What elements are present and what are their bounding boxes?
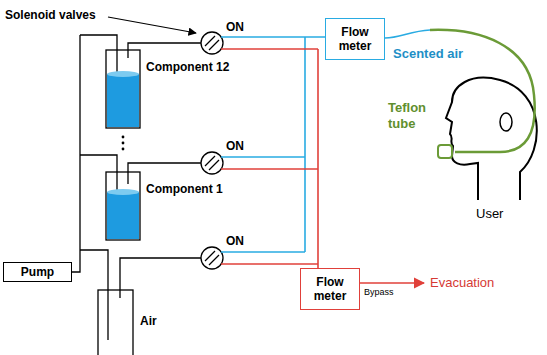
valve-state: ON bbox=[226, 139, 244, 153]
evacuation-arrow bbox=[360, 282, 424, 284]
bypass-lines bbox=[221, 49, 424, 283]
box-text: Flow meter bbox=[330, 25, 380, 53]
pump-pipe bbox=[72, 35, 80, 272]
user-label: User bbox=[476, 206, 503, 222]
valve-circle bbox=[201, 152, 223, 174]
component-label: Component 1 bbox=[146, 182, 223, 196]
flow-meter-box: Flow meter bbox=[300, 268, 360, 310]
valve-hatch bbox=[209, 40, 219, 50]
user-head bbox=[446, 78, 537, 200]
outlet-pipe bbox=[120, 258, 201, 298]
valve-state: ON bbox=[226, 234, 244, 248]
red-line bbox=[221, 263, 318, 265]
blue-line bbox=[304, 37, 306, 252]
bottle-outline bbox=[106, 172, 140, 240]
ellipsis-dots bbox=[122, 136, 125, 151]
air-bottle bbox=[98, 290, 133, 355]
nose-mask bbox=[438, 145, 452, 158]
red-line bbox=[317, 49, 319, 268]
valve-hatch bbox=[209, 255, 219, 265]
callout-label: Solenoid valves bbox=[5, 8, 96, 22]
valve-state: ON bbox=[226, 20, 244, 34]
blue-line bbox=[221, 156, 305, 158]
inlet-pipe bbox=[80, 250, 108, 340]
box-text: Flow meter bbox=[305, 275, 355, 303]
blue-line bbox=[221, 251, 305, 253]
dot bbox=[122, 148, 125, 151]
valve-symbol bbox=[201, 247, 223, 269]
flow-label: Scented air bbox=[393, 46, 463, 62]
outlet-pipe bbox=[128, 163, 201, 184]
component-bottle bbox=[106, 50, 140, 128]
valve-hatch bbox=[205, 156, 215, 166]
head-outline bbox=[446, 78, 537, 200]
dot bbox=[122, 142, 125, 145]
box-text: Pump bbox=[21, 265, 54, 279]
blue-line bbox=[221, 36, 325, 38]
liquid bbox=[107, 74, 139, 127]
evacuation-label: Evacuation bbox=[430, 275, 494, 291]
component-label: Air bbox=[140, 314, 157, 328]
dot bbox=[122, 136, 125, 139]
scented-lines bbox=[221, 30, 430, 252]
component-bottle bbox=[106, 172, 140, 240]
liquid-surface bbox=[107, 189, 139, 195]
valve-symbol bbox=[201, 32, 223, 54]
red-line bbox=[221, 48, 318, 50]
component-label: Component 12 bbox=[146, 60, 229, 74]
valve-circle bbox=[201, 32, 223, 54]
valve-circle bbox=[201, 247, 223, 269]
ear bbox=[500, 113, 512, 131]
tube-label: Teflon tube bbox=[388, 100, 442, 131]
bottle-outline bbox=[106, 50, 140, 128]
liquid-surface bbox=[107, 71, 139, 77]
bypass-label: Bypass bbox=[364, 287, 394, 298]
pump-box: Pump bbox=[3, 262, 72, 282]
valve-hatch bbox=[205, 251, 215, 261]
red-line bbox=[221, 168, 318, 170]
valve-hatch bbox=[209, 160, 219, 170]
valve-hatch bbox=[205, 36, 215, 46]
liquid bbox=[107, 192, 139, 239]
leader-arrow bbox=[108, 17, 196, 33]
valve-symbol bbox=[201, 152, 223, 174]
blue-line bbox=[385, 30, 430, 38]
flow-meter-box: Flow meter bbox=[325, 18, 385, 60]
